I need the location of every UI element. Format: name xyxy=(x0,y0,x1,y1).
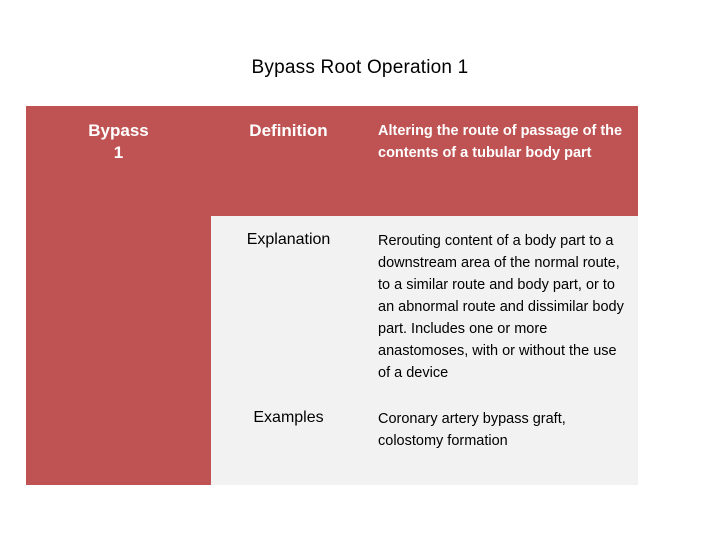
term-label: Examples xyxy=(253,409,324,427)
content-cell-examples: Coronary artery bypass graft, colostomy … xyxy=(366,394,638,486)
table-row: Explanation Rerouting content of a body … xyxy=(26,216,638,395)
content-cell-explanation: Rerouting content of a body part to a do… xyxy=(366,216,638,395)
term-label: Definition xyxy=(249,121,328,140)
bypass-definition-table: Bypass 1 Definition Altering the route o… xyxy=(26,106,638,486)
table-row: Bypass 1 Definition Altering the route o… xyxy=(26,106,638,486)
term-cell-examples: Examples xyxy=(211,394,366,486)
page-title: Bypass Root Operation 1 xyxy=(251,57,469,78)
content-text: Altering the route of passage of the con… xyxy=(378,123,623,162)
content-text: Rerouting content of a body part to a do… xyxy=(378,233,624,382)
content-text: Coronary artery bypass graft, colostomy … xyxy=(378,411,566,450)
row-header-cell-bypass: Bypass 1 xyxy=(26,106,211,486)
term-cell-explanation: Explanation xyxy=(211,216,366,395)
term-cell-definition: Definition xyxy=(211,106,366,216)
content-cell-definition: Altering the route of passage of the con… xyxy=(366,106,638,216)
term-label: Explanation xyxy=(246,231,331,248)
row-header-label: Bypass 1 xyxy=(26,106,211,164)
table: Bypass 1 Definition Altering the route o… xyxy=(26,106,638,486)
row-header-label-line1: Bypass xyxy=(88,121,149,140)
row-header-label-line2: 1 xyxy=(113,142,124,162)
table-row: Examples Coronary artery bypass graft, c… xyxy=(26,394,638,486)
